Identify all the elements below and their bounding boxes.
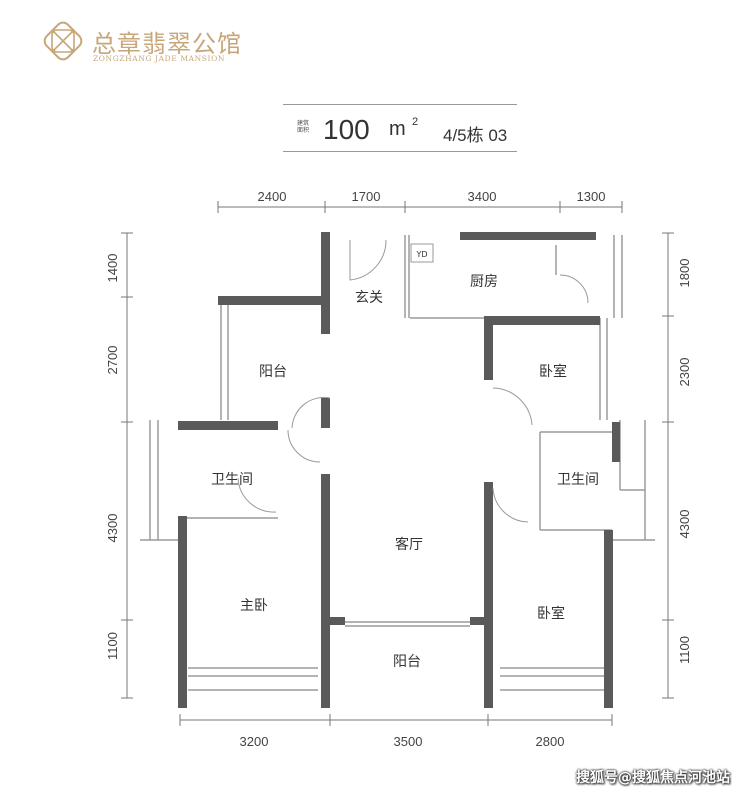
area-unit: m bbox=[389, 118, 406, 140]
dimension-lines bbox=[121, 201, 674, 726]
room-foyer: 玄关 bbox=[355, 289, 383, 306]
area-unit-superscript: 2 bbox=[412, 116, 419, 128]
room-bedroom-se: 卧室 bbox=[537, 605, 565, 622]
logo-mark-icon bbox=[43, 21, 83, 61]
logo: 总章翡翠公馆 ZONGZHANG JADE MANSION bbox=[40, 18, 260, 64]
room-living: 客厅 bbox=[395, 536, 423, 553]
dim-left-4: 1100 bbox=[105, 632, 120, 660]
room-balcony-nw: 阳台 bbox=[259, 364, 287, 380]
room-master: 主卧 bbox=[240, 598, 268, 614]
room-bedroom-ne: 卧室 bbox=[539, 363, 567, 380]
dim-bottom-1: 3200 bbox=[240, 734, 269, 749]
area-value: 100 bbox=[323, 114, 370, 145]
dim-right-3: 4300 bbox=[677, 510, 692, 539]
dim-top-3: 3400 bbox=[468, 189, 497, 204]
thick-walls bbox=[178, 232, 620, 708]
thin-walls bbox=[140, 235, 655, 691]
yd-label: YD bbox=[415, 250, 427, 259]
room-kitchen: 厨房 bbox=[470, 274, 498, 290]
room-bathroom-e: 卫生间 bbox=[557, 472, 599, 488]
watermark: 搜狐号@搜狐焦点河池站 bbox=[576, 770, 730, 786]
room-balcony-s: 阳台 bbox=[393, 654, 421, 670]
area-tag-line-2: 面积 bbox=[297, 127, 310, 134]
dim-right-2: 2300 bbox=[677, 358, 692, 387]
dim-left-3: 4300 bbox=[105, 514, 120, 543]
dim-left-1: 1400 bbox=[105, 254, 120, 283]
dim-top-2: 1700 bbox=[352, 189, 381, 204]
yd-box bbox=[410, 243, 434, 263]
area-tag-line-1: 建筑 bbox=[297, 120, 310, 127]
building-unit: 4/5栋 03 bbox=[443, 126, 508, 145]
dimension-labels: 2400 1700 3400 1300 3200 3500 2800 1400 … bbox=[105, 189, 692, 749]
dim-right-1: 1800 bbox=[677, 259, 692, 288]
door-swings bbox=[237, 239, 589, 523]
dim-right-4: 1100 bbox=[677, 636, 692, 664]
dim-bottom-2: 3500 bbox=[394, 734, 423, 749]
logo-name-cn: 总章翡翠公馆 bbox=[92, 30, 242, 58]
dim-top-4: 1300 bbox=[577, 189, 606, 204]
area-tag: 建筑 面积 bbox=[297, 120, 319, 140]
divider-bottom bbox=[283, 151, 517, 152]
dim-top-1: 2400 bbox=[258, 189, 287, 204]
room-bathroom-w: 卫生间 bbox=[211, 472, 253, 488]
unit-info-bar: 建筑 面积 100 m 2 4/5栋 03 bbox=[283, 104, 517, 152]
dim-left-2: 2700 bbox=[105, 346, 120, 375]
room-labels: 玄关 厨房 阳台 卧室 卫生间 卫生间 客厅 主卧 卧室 阳台 bbox=[211, 274, 599, 670]
logo-name-en: ZONGZHANG JADE MANSION bbox=[93, 54, 225, 63]
dim-bottom-3: 2800 bbox=[536, 734, 565, 749]
divider-top bbox=[283, 104, 517, 105]
